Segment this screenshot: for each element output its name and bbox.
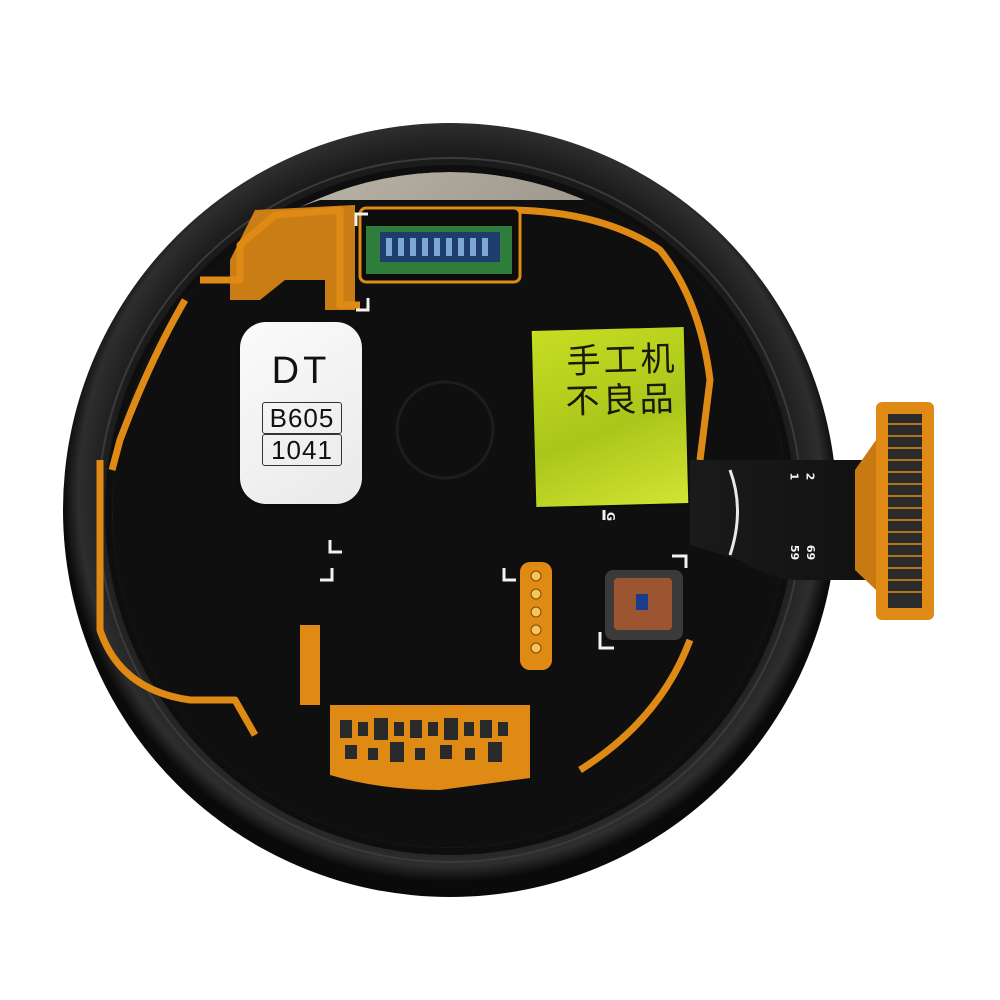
qc-reject-sticker: 手工机 不良品 xyxy=(531,327,689,507)
number-mark-b: 59 xyxy=(788,544,802,561)
label-line-3: 1041 xyxy=(262,434,342,466)
optical-sensor xyxy=(605,570,683,640)
alignment-marks xyxy=(320,212,688,650)
top-board-connector xyxy=(358,206,522,284)
g-mark: G xyxy=(604,511,618,522)
label-line-1: DT xyxy=(271,350,331,392)
embossed-logo xyxy=(395,380,495,480)
orange-strip-left xyxy=(230,205,355,310)
qc-line-2: 不良品 xyxy=(565,379,678,423)
number-mark-a: 69 xyxy=(804,544,818,561)
gold-test-pads xyxy=(520,562,552,670)
pin-label-top: 2 xyxy=(803,472,817,481)
ribbon-flex-cable xyxy=(690,402,934,620)
smd-components xyxy=(340,718,508,762)
serial-label-sticker: DT B605 1041 xyxy=(240,322,362,504)
pin-label-bottom: 1 xyxy=(787,472,801,481)
label-line-2: B605 xyxy=(262,402,342,434)
